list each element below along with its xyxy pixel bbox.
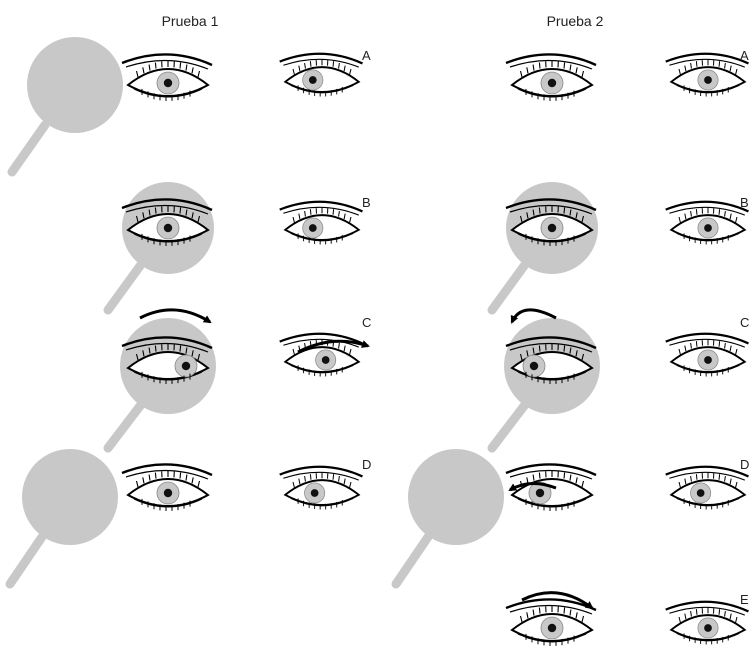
letter-c-2: C: [740, 315, 749, 330]
occluder-paddle-1b: [108, 182, 214, 310]
eye-t2-c: [666, 334, 749, 377]
occluder-paddle-2a: [492, 182, 598, 310]
eye-t2-e: [666, 602, 749, 645]
eye-t1-b: [280, 202, 363, 245]
eye-t2-b: [666, 202, 749, 245]
eye-t2-e-left: [506, 599, 596, 645]
letter-a-2: A: [740, 48, 749, 63]
letter-d-2: D: [740, 457, 749, 472]
letter-b-1: B: [362, 195, 371, 210]
letter-e-2: E: [740, 592, 749, 607]
eye-t1-d-left: [122, 464, 212, 510]
eye-t1-occluded-a: [122, 54, 212, 100]
eye-t2-a-left: [506, 54, 596, 100]
eyes: [122, 54, 748, 646]
eye-t2-d: [666, 467, 749, 510]
occluder-paddle-1a: [12, 37, 123, 172]
eye-t1-c: [280, 334, 363, 377]
letter-d-1: D: [362, 457, 371, 472]
test-2-title: Prueba 2: [547, 13, 604, 29]
occluder-paddle-2c: [396, 449, 504, 584]
eye-t2-a: [666, 54, 749, 97]
eye-t1-d: [280, 467, 363, 510]
letter-c-1: C: [362, 315, 371, 330]
occluder-paddle-1d: [10, 449, 118, 584]
letter-b-2: B: [740, 195, 749, 210]
eye-t1-a: [280, 54, 363, 97]
letter-a-1: A: [362, 48, 371, 63]
test-1-title: Prueba 1: [162, 13, 219, 29]
